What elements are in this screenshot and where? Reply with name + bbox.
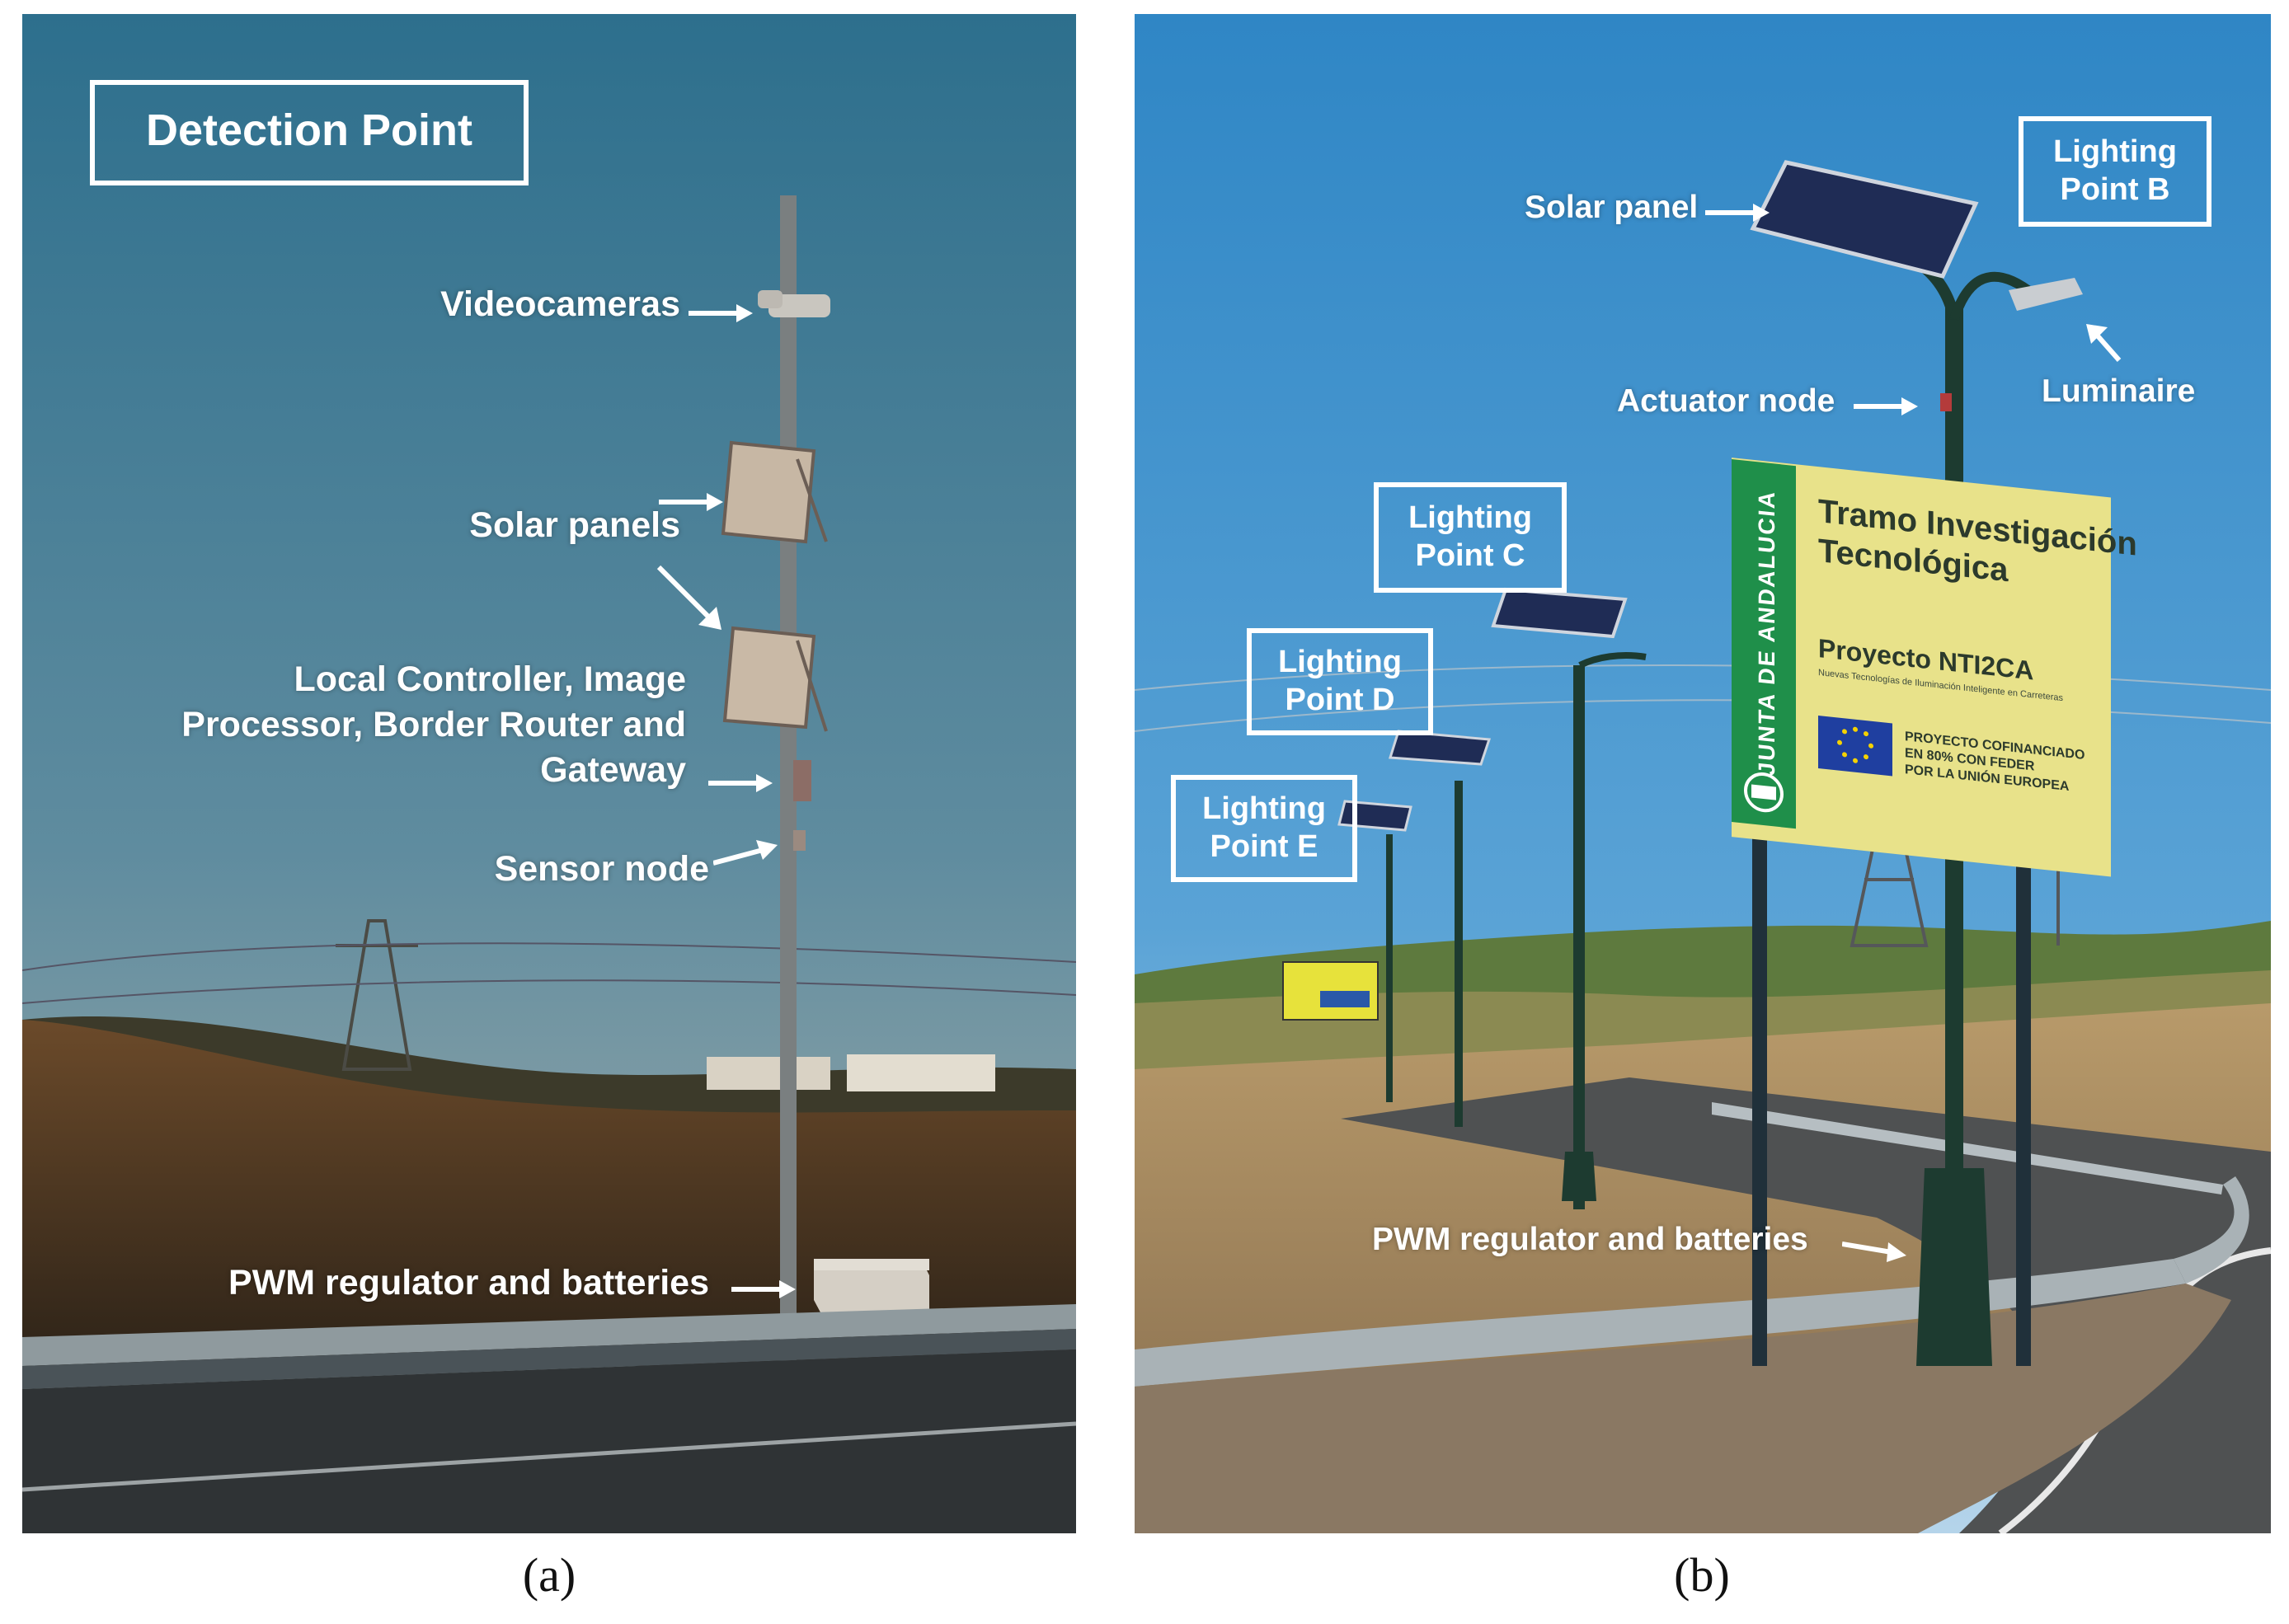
detection-point-photo-scene (22, 14, 1076, 1533)
caption-b: (b) (1674, 1548, 1730, 1602)
controller-label-line2: Processor, Border Router and (181, 705, 686, 745)
eu-stars-icon (1837, 726, 1873, 763)
lighting-point-b-box: Lighting Point B (2019, 116, 2211, 227)
pwm-arrow-a-icon (731, 1280, 796, 1298)
andalucia-logo-icon (1744, 772, 1784, 813)
controller-arrow-icon (708, 774, 773, 792)
controller-label-line3: Gateway (540, 750, 686, 791)
detection-point-title: Detection Point (145, 106, 472, 155)
pwm-arrow-b-icon (1842, 1241, 1906, 1262)
project-sign: JUNTA DE ANDALUCIA Tramo Investigación T… (1732, 459, 2137, 861)
solar-panel-label-b: Solar panel (1525, 190, 1699, 225)
sign-vertical-text: JUNTA DE ANDALUCIA (1754, 488, 1780, 777)
sensor-node-arrow-icon (713, 840, 778, 866)
controller-label: Local Controller, Image Processor, Borde… (181, 657, 686, 793)
videocameras-label: Videocameras (440, 284, 680, 324)
sensor-node-label: Sensor node (494, 849, 709, 889)
pwm-label-b: PWM regulator and batteries (1372, 1222, 1808, 1257)
lighting-point-c-line2: Point C (1415, 538, 1525, 574)
actuator-node-label: Actuator node (1617, 383, 1835, 419)
actuator-node-arrow-icon (1854, 397, 1918, 415)
lighting-point-c-line1: Lighting (1408, 500, 1532, 535)
lighting-point-b-line2: Point B (2060, 172, 2170, 208)
lighting-point-d-box: Lighting Point D (1247, 628, 1433, 735)
controller-label-line1: Local Controller, Image (294, 659, 687, 699)
lighting-point-d-line1: Lighting (1278, 645, 1402, 679)
pwm-label-a: PWM regulator and batteries (228, 1263, 709, 1302)
lighting-point-d-line2: Point D (1285, 683, 1395, 718)
lighting-point-e-line2: Point E (1210, 829, 1318, 865)
lighting-points-photo-scene (1135, 14, 2271, 1533)
detection-point-title-box: Detection Point (90, 80, 529, 185)
lighting-point-e-line1: Lighting (1202, 791, 1326, 826)
lighting-point-c-box: Lighting Point C (1374, 482, 1567, 593)
solar-panels-label: Solar panels (469, 505, 680, 545)
luminaire-arrow-icon (2086, 324, 2122, 362)
solar-panels-arrow-lower-icon (656, 565, 721, 630)
photo-lighting-points: JUNTA DE ANDALUCIA Tramo Investigación T… (1135, 14, 2271, 1533)
luminaire-label: Luminaire (2042, 373, 2196, 409)
videocameras-arrow-icon (689, 304, 753, 322)
eu-flag-icon (1818, 716, 1892, 777)
lighting-point-b-line1: Lighting (2053, 134, 2177, 169)
solar-panel-arrow-b-icon (1705, 204, 1770, 222)
photo-detection-point: Detection Point Videocameras Solar panel… (22, 14, 1076, 1533)
solar-panels-arrow-upper-icon (659, 493, 723, 511)
lighting-point-e-box: Lighting Point E (1171, 775, 1357, 882)
caption-a: (a) (522, 1548, 576, 1602)
